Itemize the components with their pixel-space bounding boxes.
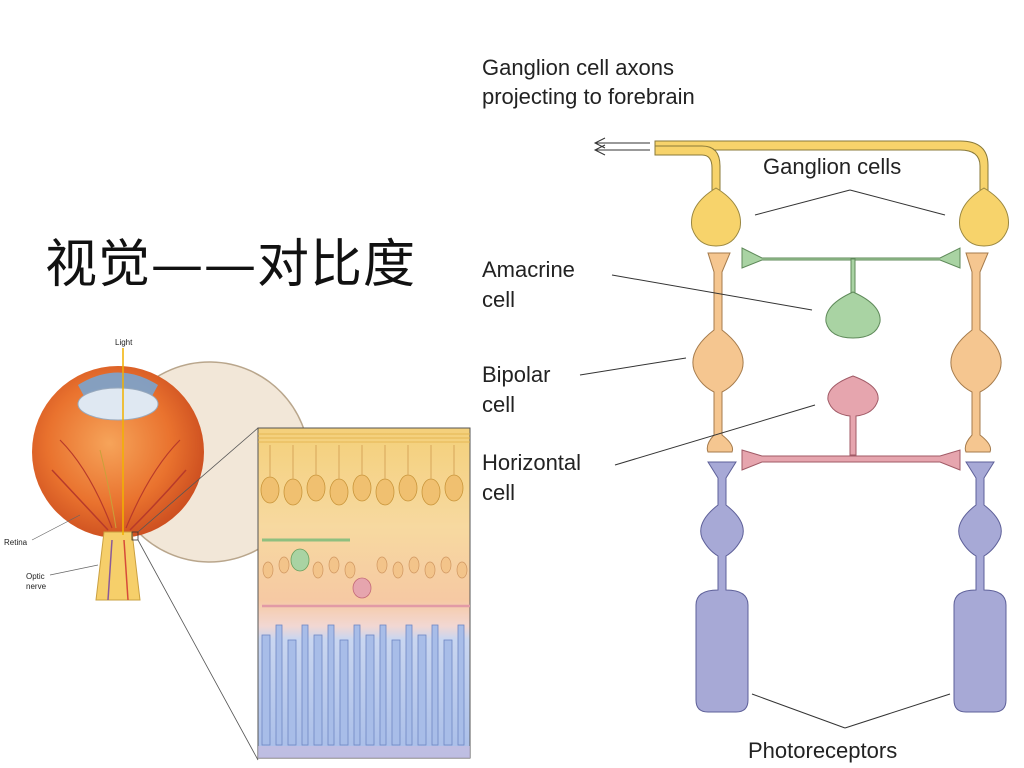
bipolar-cell-right (950, 252, 1002, 453)
photoreceptors-label: Photoreceptors (748, 738, 897, 763)
photoreceptor-left (695, 461, 749, 713)
bipolar-label-line2: cell (482, 392, 515, 417)
optic-label-line1: Optic (26, 572, 45, 581)
axons-label-line1: Ganglion cell axons (482, 55, 674, 80)
ganglion-cells-label: Ganglion cells (763, 154, 901, 179)
bipolar-cell-left (692, 252, 744, 453)
amacrine-label-line2: cell (482, 287, 515, 312)
optic-leader (49, 564, 99, 576)
retina-label: Retina (4, 538, 28, 547)
leader-lines (579, 189, 951, 729)
ganglion-cell-right (959, 187, 1009, 247)
ganglion-cell-left (691, 187, 741, 247)
light-label: Light (115, 338, 133, 347)
amacrine-label-line1: Amacrine (482, 257, 575, 282)
retina-histology (257, 427, 471, 759)
optic-label-line2: nerve (26, 582, 47, 591)
horizontal-label-line2: cell (482, 480, 515, 505)
bipolar-label-line1: Bipolar (482, 362, 550, 387)
axons-label-line2: projecting to forebrain (482, 84, 695, 109)
zoom-line-bottom (137, 539, 259, 761)
horizontal-label-line1: Horizontal (482, 450, 581, 475)
retina-leader (31, 514, 81, 541)
horizontal-cell (741, 375, 961, 471)
slide-title: 视觉——对比度 (45, 235, 417, 295)
amacrine-cell (741, 247, 961, 339)
zoom-line-top (137, 427, 259, 533)
photoreceptor-right (953, 461, 1007, 713)
retina-circuit-diagram: Ganglion cell axons projecting to forebr… (482, 55, 1009, 763)
